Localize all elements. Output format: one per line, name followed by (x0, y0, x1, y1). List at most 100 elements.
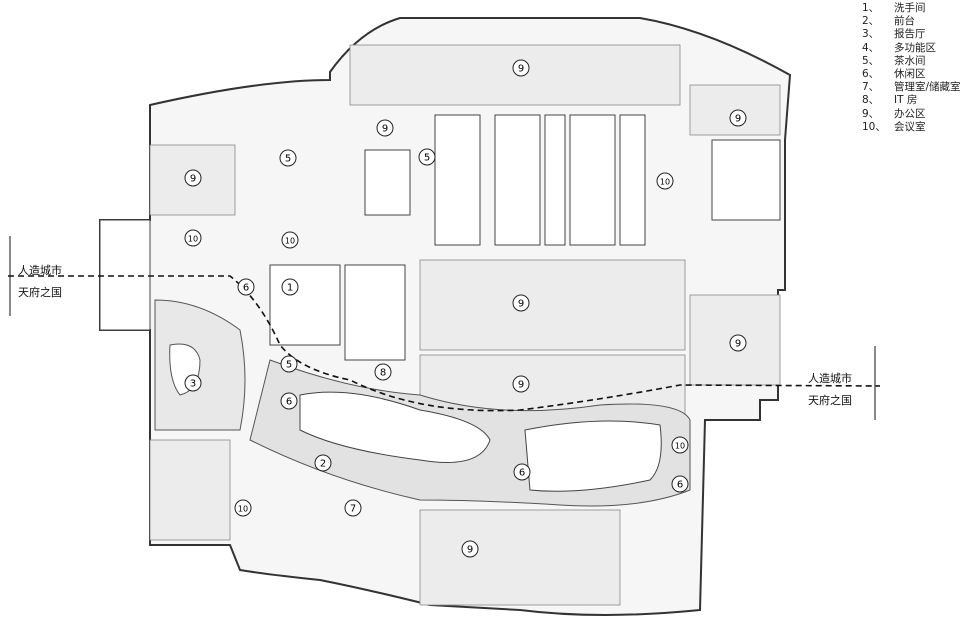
room-marker-circle (671, 475, 689, 493)
legend-label: 休闲区 (894, 68, 926, 81)
legend-label: 茶水间 (894, 54, 926, 67)
room-marker: 6 (237, 278, 255, 296)
room-marker-circle (376, 119, 394, 137)
room-marker: 9 (512, 375, 530, 393)
room-marker-circle (671, 436, 689, 454)
room-marker-label: 9 (735, 114, 741, 125)
room-marker-label: 9 (190, 174, 196, 185)
legend-item: 9、办公区 (862, 108, 961, 121)
room-marker-label: 10 (285, 237, 295, 246)
room-marker-label: 7 (350, 504, 356, 515)
room-marker-label: 6 (243, 283, 249, 294)
room-marker: 9 (512, 59, 530, 77)
room-marker-label: 1 (287, 283, 293, 294)
room-marker-label: 10 (660, 178, 670, 187)
room-marker-circle (418, 148, 436, 166)
legend-number: 2、 (862, 15, 880, 28)
room-marker-circle (280, 392, 298, 410)
room-marker-label: 9 (467, 545, 473, 556)
room-marker-circle (279, 149, 297, 167)
legend-item: 2、 前台 (862, 15, 961, 28)
room-marker: 6 (671, 475, 689, 493)
void (299, 391, 491, 463)
legend-item: 5、茶水间 (862, 55, 961, 68)
room-marker-circle (512, 294, 530, 312)
room-marker-circle (656, 172, 674, 190)
core-elevators (99, 114, 781, 361)
room-marker: 9 (376, 119, 394, 137)
room-marker-label: 9 (518, 299, 524, 310)
legend-item: 4、 多功能区 (862, 42, 961, 55)
room-marker-label: 6 (286, 397, 292, 408)
boundary-label-left-bottom: 天府之国 (18, 286, 62, 299)
room-marker: 7 (344, 499, 362, 517)
room-marker-label: 6 (677, 480, 683, 491)
room-marker-label: 10 (188, 235, 198, 244)
room-marker-circle (729, 109, 747, 127)
room-marker-label: 9 (735, 339, 741, 350)
boundary-arrows (9, 236, 876, 420)
boundary-label-right-top: 人造城市 (808, 372, 852, 385)
room-marker-circle (237, 278, 255, 296)
room-marker-label: 9 (518, 380, 524, 391)
room-marker: 6 (280, 392, 298, 410)
legend-number: 1、 (862, 2, 880, 14)
boundary-label-left-top: 人造城市 (18, 264, 62, 277)
room-marker-circle (461, 540, 479, 558)
legend-number: 10、 (862, 120, 886, 133)
legend-number: 3、 (862, 28, 880, 41)
room-marker: 10 (281, 231, 299, 249)
room-marker-label: 5 (286, 360, 292, 371)
legend-label: 前台 (894, 15, 915, 28)
room-marker-circle (184, 374, 202, 392)
room-marker: 10 (184, 229, 202, 247)
room-marker: 5 (418, 148, 436, 166)
room-marker-circle (280, 355, 298, 373)
room-marker-circle (184, 229, 202, 247)
room-marker-circle (184, 169, 202, 187)
room-marker-circle (281, 278, 299, 296)
room-marker: 10 (234, 499, 252, 517)
legend-number: 4、 (862, 41, 880, 54)
room-marker-circle (512, 375, 530, 393)
office-blocks (149, 44, 781, 606)
room-marker: 10 (656, 172, 674, 190)
legend-label: 多功能区 (894, 41, 936, 54)
legend-number: 7、 (862, 81, 880, 94)
legend-label: 洗手间 (894, 2, 926, 14)
room-marker-label: 2 (320, 459, 326, 470)
room-marker-label: 5 (424, 153, 430, 164)
room-marker: 5 (279, 149, 297, 167)
room-marker-circle (344, 499, 362, 517)
room-marker-label: 9 (518, 64, 524, 75)
boundary-line (8, 275, 881, 412)
room-marker: 8 (374, 363, 392, 381)
room-marker: 5 (280, 355, 298, 373)
room-marker-label: 3 (190, 379, 196, 390)
room-marker: 9 (729, 109, 747, 127)
room-marker-circle (314, 454, 332, 472)
room-marker-circle (374, 363, 392, 381)
room-marker-circle (729, 334, 747, 352)
room-marker: 2 (314, 454, 332, 472)
legend-number: 8、 (862, 94, 880, 107)
legend-label: IT 房 (894, 94, 918, 107)
room-marker: 3 (184, 374, 202, 392)
legend-item: 10、会议室 (862, 121, 961, 134)
legend-item: 8、 IT 房 (862, 94, 961, 107)
room-marker-circle (234, 499, 252, 517)
room-marker-label: 10 (238, 505, 248, 514)
legend-label: 报告厅 (894, 28, 926, 41)
room-marker-label: 8 (380, 368, 386, 379)
room-marker-circle (281, 231, 299, 249)
room-marker-circle (512, 59, 530, 77)
legend-item: 1、 洗手间 (862, 2, 961, 15)
room-marker: 9 (184, 169, 202, 187)
room-marker: 9 (461, 540, 479, 558)
room-marker-label: 5 (285, 154, 291, 165)
legend-number: 6、 (862, 68, 880, 81)
room-marker-label: 10 (675, 442, 685, 451)
legend-item: 3、 报告厅 (862, 28, 961, 41)
